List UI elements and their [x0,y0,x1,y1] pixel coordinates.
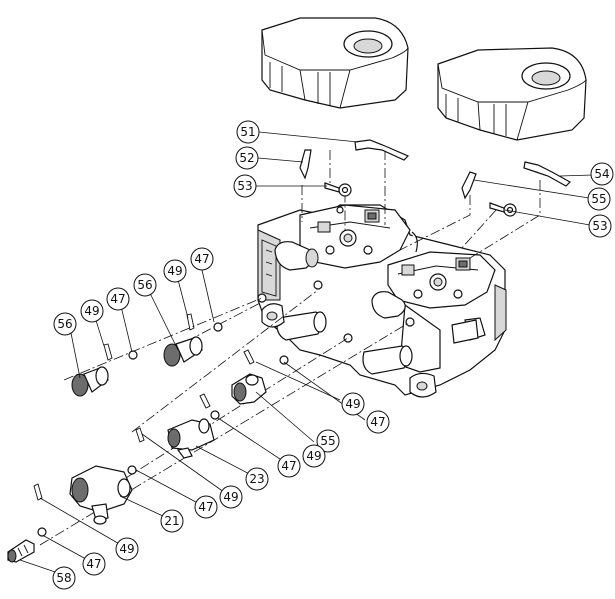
callout-49-right: 49 [341,392,365,416]
svg-text:49: 49 [167,264,182,278]
o-ring-47-b [213,322,223,332]
callout-49-center: 49 [302,444,326,468]
svg-text:21: 21 [164,514,179,528]
fitting-58-adapter [7,539,35,563]
callout-49-top: 49 [163,259,187,283]
svg-text:51: 51 [240,125,255,139]
callout-47-lower: 47 [194,495,218,519]
callout-55-lower: 55 [316,429,340,453]
fitting-56-mid [163,336,203,367]
callout-53-right: 53 [588,214,612,238]
callout-58: 58 [52,566,76,590]
callout-49-lower: 49 [219,485,243,509]
svg-text:52: 52 [239,151,254,165]
svg-text:58: 58 [56,571,71,585]
svg-text:23: 23 [249,472,264,486]
svg-text:56: 56 [137,278,152,292]
callout-47-left: 47 [106,287,130,311]
clip-49-mid [186,313,195,331]
svg-text:53: 53 [592,219,607,233]
svg-text:54: 54 [594,167,609,181]
fitting-56-left [71,366,109,397]
o-ring-47-f [37,527,47,537]
svg-text:55: 55 [591,192,606,206]
svg-text:47: 47 [86,557,101,571]
svg-text:49: 49 [306,449,321,463]
svg-text:49: 49 [119,542,134,556]
o-ring-47-a [128,350,138,360]
callout-47-center: 47 [277,454,301,478]
svg-text:47: 47 [198,500,213,514]
callout-52: 52 [235,146,259,170]
callout-23: 23 [245,467,269,491]
clip-49-d [199,393,211,409]
pin-55a [461,171,477,200]
svg-text:55: 55 [320,434,335,448]
callout-51: 51 [236,120,260,144]
leader-lines [19,131,594,576]
callout-49-bottom: 49 [115,537,139,561]
clip-49-left [103,343,113,361]
svg-text:47: 47 [110,292,125,306]
clip-49-e [135,427,145,443]
svg-text:47: 47 [281,459,296,473]
svg-text:56: 56 [57,317,72,331]
fitting-55-elbow [231,373,267,405]
svg-text:49: 49 [345,397,360,411]
cover-left [261,17,409,109]
svg-text:49: 49 [223,490,238,504]
o-ring-47-e [127,465,137,475]
callout-49-left: 49 [80,299,104,323]
pin-54 [523,161,571,187]
svg-text:53: 53 [237,179,252,193]
cover-right [437,47,587,141]
valve-body-assembly [257,204,507,398]
svg-text:47: 47 [194,252,209,266]
clip-49-c [243,349,255,365]
ring-terminal-53a [324,182,352,197]
callout-47-right: 47 [366,410,390,434]
pin-51 [354,139,410,161]
o-ring-47-d [210,410,220,420]
callout-55-upper: 55 [587,187,611,211]
callout-47-top: 47 [190,247,214,271]
o-ring-47-c [279,355,289,365]
callout-47-bottom: 47 [82,552,106,576]
callout-21: 21 [160,509,184,533]
fitting-23-tee [167,418,215,459]
svg-text:49: 49 [84,304,99,318]
clip-49-f [33,483,43,501]
svg-text:47: 47 [370,415,385,429]
callout-56-mid: 56 [133,273,157,297]
callout-56-left: 56 [53,312,77,336]
callout-53-upper: 53 [233,174,257,198]
fitting-21-manifold [69,465,133,525]
pin-52 [299,149,312,180]
ring-terminal-53b [489,202,517,217]
callout-54: 54 [590,162,614,186]
